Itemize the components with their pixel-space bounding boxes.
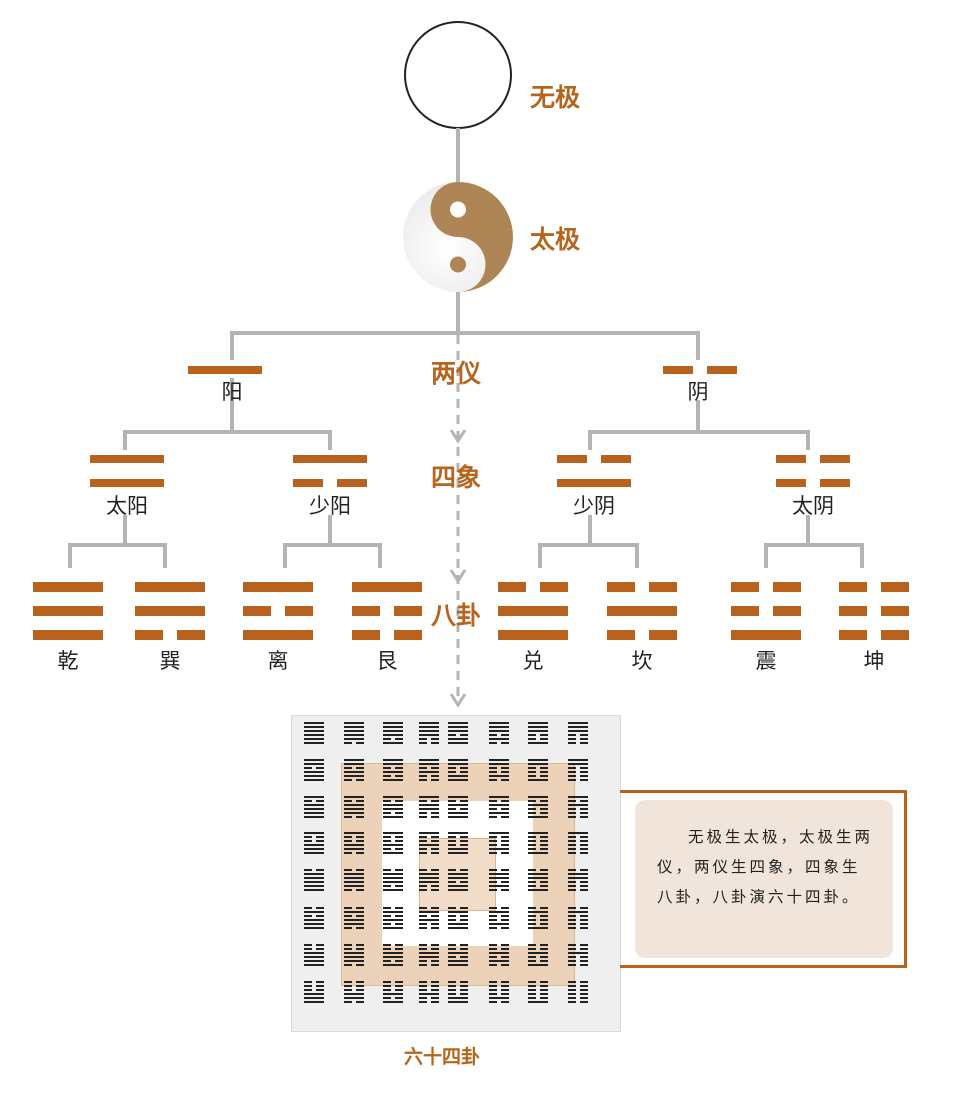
arrowheads — [449, 429, 467, 708]
yin-line-segment — [540, 582, 568, 592]
bracket-liangyi — [230, 331, 700, 360]
symbol-name: 少阴 — [573, 494, 615, 518]
symbol-name: 太阳 — [106, 494, 148, 518]
yin-line-segment — [607, 630, 635, 640]
label-liushisi: 六十四卦 — [404, 1046, 481, 1068]
label-bagua: 八卦 — [431, 601, 482, 630]
yin-line-segment — [394, 606, 422, 616]
symbol-name: 坎 — [631, 649, 653, 673]
bracket-yin — [588, 400, 810, 450]
yin-line-segment — [881, 630, 909, 640]
symbol-name: 太阴 — [792, 494, 834, 518]
yin-line-segment — [881, 606, 909, 616]
yin-line-segment — [601, 455, 631, 463]
symbol-name: 少阳 — [309, 494, 351, 518]
taiji-dot-dark — [450, 256, 466, 273]
yang-line — [243, 630, 313, 640]
yang-line — [90, 455, 164, 463]
yang-line — [90, 479, 164, 487]
yin-line-segment — [839, 630, 867, 640]
yang-line — [498, 606, 568, 616]
yang-line — [135, 606, 205, 616]
yin-line-segment — [177, 630, 205, 640]
yang-line — [607, 606, 677, 616]
yin-line-segment — [498, 582, 526, 592]
symbol-name: 坤 — [863, 649, 885, 673]
bracket-sixiang — [68, 515, 864, 568]
yin-line-segment — [352, 630, 380, 640]
taiji-dot-white — [450, 201, 466, 218]
yin-line-segment — [649, 630, 677, 640]
yin-line-segment — [243, 606, 271, 616]
yin-line-segment — [394, 630, 422, 640]
yin-line-segment — [773, 582, 801, 592]
yin-line-segment — [663, 366, 693, 374]
label-liangyi: 两仪 — [431, 359, 482, 388]
yin-line-segment — [557, 455, 587, 463]
yin-line-segment — [337, 479, 367, 487]
yin-line-segment — [820, 455, 850, 463]
yang-line — [293, 455, 367, 463]
yang-line — [33, 630, 103, 640]
yin-line-segment — [352, 606, 380, 616]
label-taiji: 太极 — [530, 225, 581, 254]
symbol-name: 阳 — [221, 380, 243, 404]
yang-line — [33, 582, 103, 592]
yin-line-segment — [773, 606, 801, 616]
symbol-name: 艮 — [376, 649, 398, 673]
yin-line-segment — [293, 479, 323, 487]
symbol-name: 巽 — [159, 649, 181, 673]
yin-line-segment — [776, 479, 806, 487]
yin-line-segment — [285, 606, 313, 616]
symbol-name: 兑 — [522, 649, 544, 673]
yin-line-segment — [731, 606, 759, 616]
bracket-yang — [123, 378, 332, 450]
yin-line-segment — [135, 630, 163, 640]
yang-line — [731, 630, 801, 640]
yang-line — [188, 366, 262, 374]
yang-line — [352, 582, 422, 592]
yang-line — [135, 582, 205, 592]
yin-line-segment — [731, 582, 759, 592]
yin-line-segment — [607, 582, 635, 592]
yin-line-segment — [776, 455, 806, 463]
note-box: 无极生太极，太极生两仪，两仪生四象，四象生八卦，八卦演六十四卦。 — [635, 800, 893, 958]
symbol-name: 乾 — [57, 649, 79, 673]
wuji-circle — [404, 21, 512, 129]
symbol-name: 阴 — [687, 380, 709, 404]
label-sixiang: 四象 — [431, 463, 482, 492]
label-wuji: 无极 — [530, 83, 581, 112]
yin-line-segment — [839, 582, 867, 592]
hexagram-grid — [291, 715, 621, 1032]
note-frame — [620, 790, 907, 968]
yang-line — [498, 630, 568, 640]
yin-line-segment — [649, 582, 677, 592]
yang-line — [557, 479, 631, 487]
yin-line-segment — [820, 479, 850, 487]
note-text: 无极生太极，太极生两仪，两仪生四象，四象生八卦，八卦演六十四卦。 — [657, 828, 874, 906]
yang-line — [243, 582, 313, 592]
symbol-name: 震 — [755, 649, 777, 673]
yin-line-segment — [839, 606, 867, 616]
yin-line-segment — [707, 366, 737, 374]
symbol-name: 离 — [267, 649, 289, 673]
yang-line — [33, 606, 103, 616]
yin-line-segment — [881, 582, 909, 592]
